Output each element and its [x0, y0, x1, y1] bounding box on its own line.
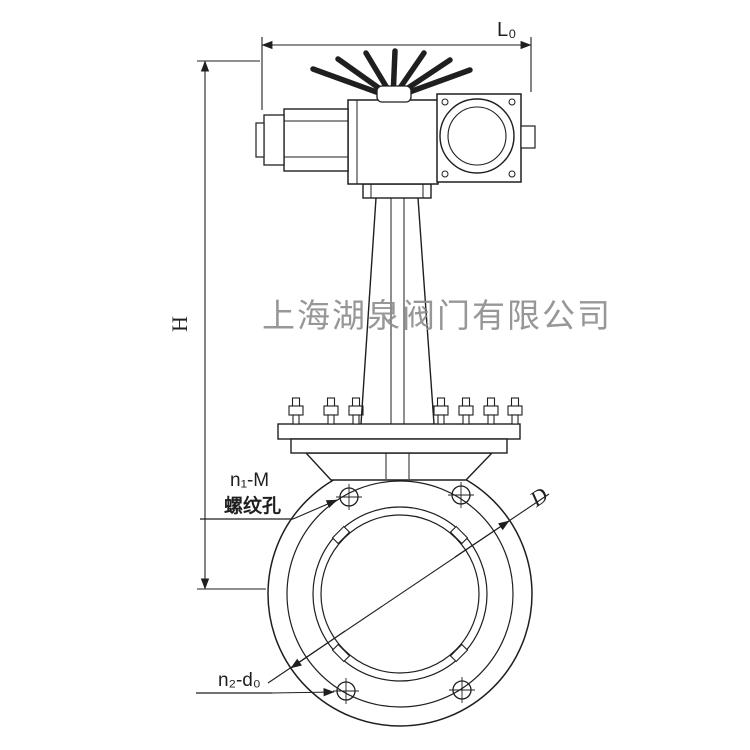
dimension-L0 — [261, 37, 532, 110]
callout-thread-holes-line2: 螺纹孔 — [224, 494, 281, 517]
flange-bolt — [348, 397, 364, 425]
bolt-hole-top-left — [336, 484, 362, 510]
callout-thread-holes-line1: n₁-M — [230, 470, 269, 491]
flange-bolt — [323, 397, 339, 425]
actuator-body — [347, 99, 439, 185]
electric-motor — [255, 108, 349, 172]
gearbox — [436, 93, 536, 183]
flange-bolts — [288, 397, 523, 425]
dimension-L0-label: L₀ — [497, 19, 516, 41]
flange-bolt — [483, 397, 499, 425]
flange-bolt — [458, 397, 474, 425]
flange-plate-lower — [290, 438, 508, 454]
actuator — [255, 93, 536, 185]
bolt-hole-top-right — [448, 482, 474, 508]
callout-bottom-holes: n₂-d₀ — [196, 670, 335, 697]
callout-thread-holes: n₁-M 螺纹孔 — [200, 470, 338, 520]
flange-bolt — [433, 397, 449, 425]
yoke-column — [360, 183, 435, 425]
flange-bolt — [288, 397, 304, 425]
watermark-text: 上海湖泉阀门有限公司 — [262, 296, 612, 335]
valve-body-lugs — [331, 525, 469, 663]
callout-bottom-holes-label: n₂-d₀ — [218, 670, 261, 691]
handwheel — [310, 48, 473, 103]
bolt-hole-bottom-right — [449, 677, 475, 703]
flange-plate-upper — [277, 423, 521, 440]
top-flange-assembly — [277, 423, 521, 481]
bonnet — [304, 452, 494, 481]
flange-bolt — [507, 397, 523, 425]
flange-bolt-holes — [333, 482, 475, 704]
dimension-H — [197, 60, 266, 590]
gearbox-shaft-stub — [520, 125, 536, 149]
bolt-hole-bottom-left — [333, 678, 359, 704]
handwheel-hub — [376, 85, 412, 103]
dimension-H-label: H — [167, 316, 192, 332]
dimension-D — [267, 493, 550, 684]
